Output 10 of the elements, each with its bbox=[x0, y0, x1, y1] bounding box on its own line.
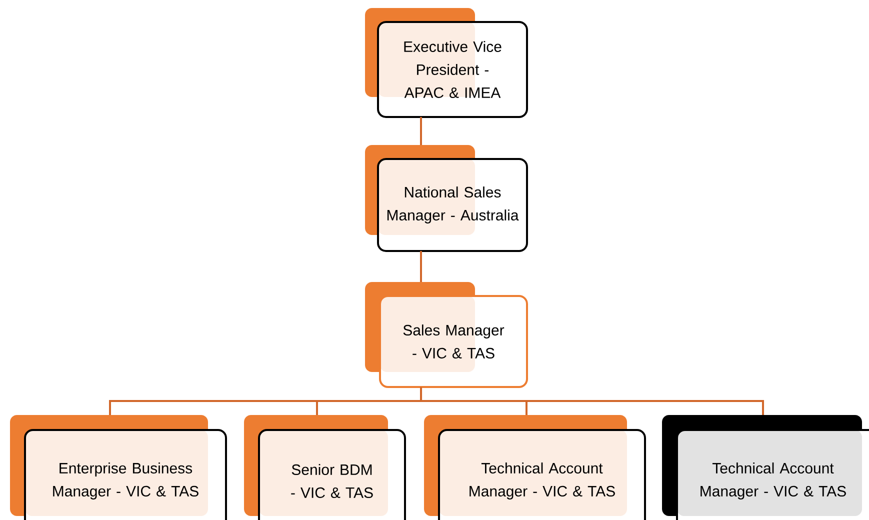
org-box: Sales Manager - VIC & TAS bbox=[365, 282, 528, 388]
org-box: National Sales Manager - Australia bbox=[365, 145, 528, 252]
connector-line bbox=[420, 387, 764, 415]
connector-line bbox=[420, 117, 422, 145]
org-box: Senior BDM - VIC & TAS bbox=[244, 415, 406, 520]
connector-line bbox=[420, 251, 422, 282]
org-box: Technical Account Manager - VIC & TAS bbox=[662, 415, 869, 520]
org-box: Executive Vice President - APAC & IMEA bbox=[365, 8, 528, 118]
org-box: Enterprise Business Manager - VIC & TAS bbox=[10, 415, 227, 520]
org-box: Technical Account Manager - VIC & TAS bbox=[424, 415, 646, 520]
